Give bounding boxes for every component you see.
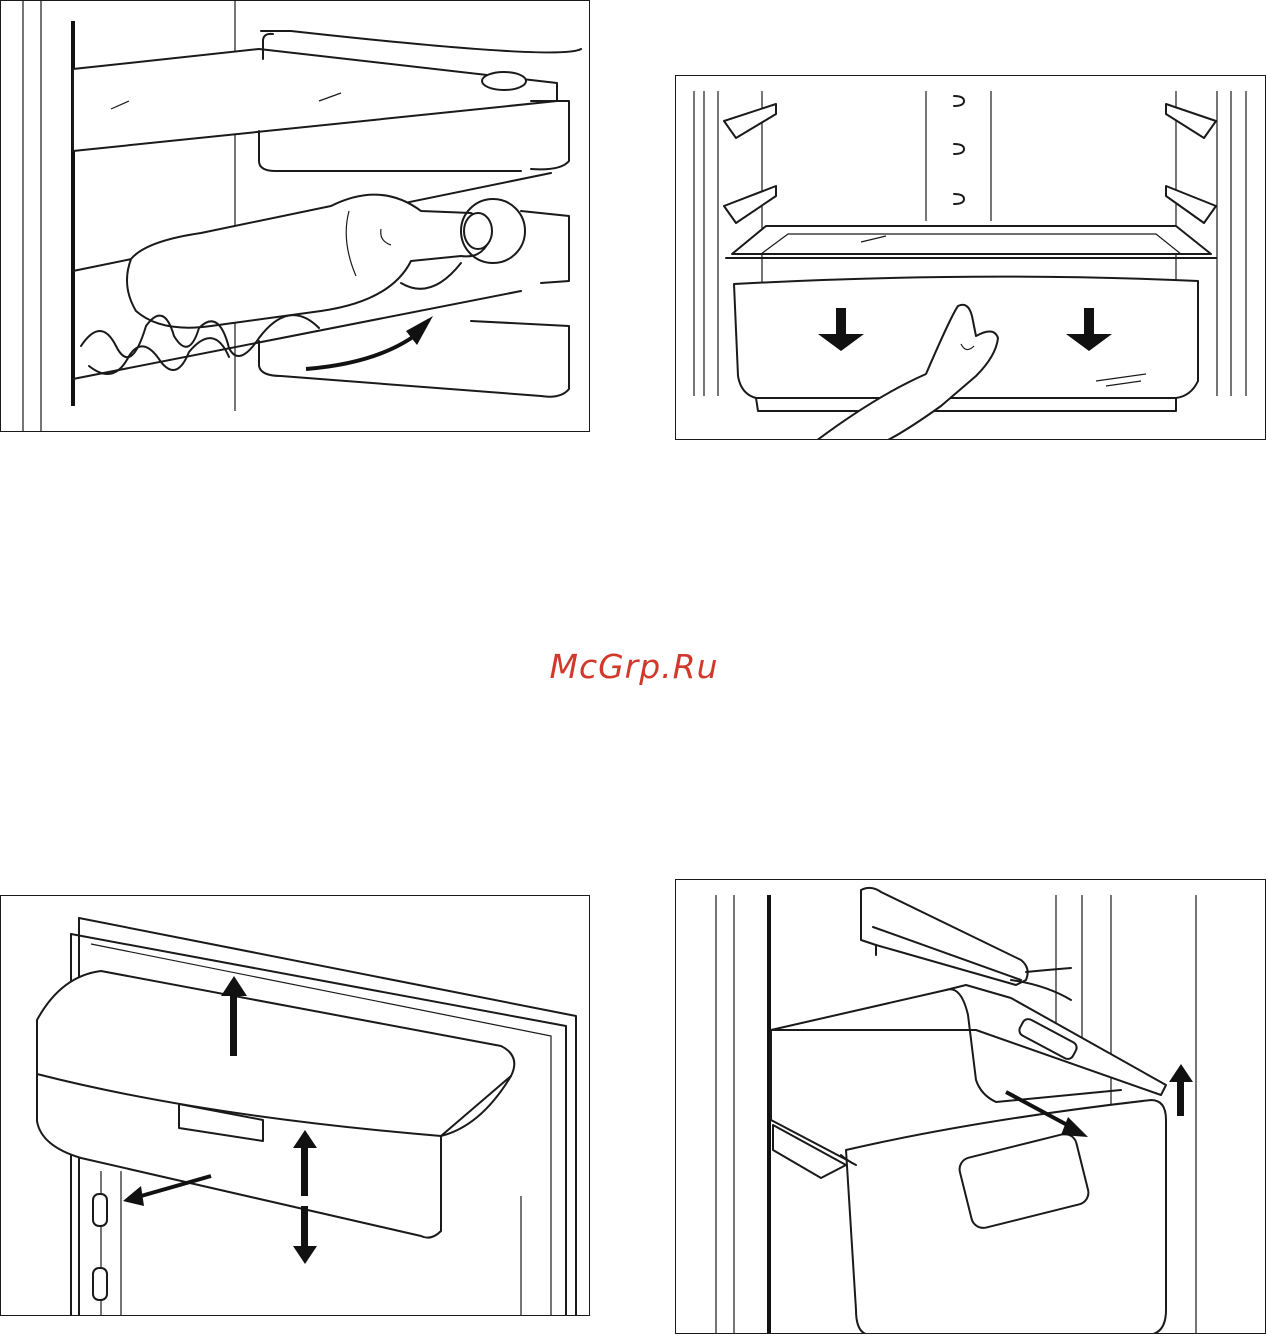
bottle-holder-illustration <box>0 0 590 432</box>
crisper-drawer-removal-illustration <box>675 75 1266 440</box>
watermark-label: McGrp.Ru <box>549 647 718 686</box>
watermark-text: McGrp.Ru <box>0 647 1268 686</box>
freezer-drawer-removal-illustration <box>675 879 1266 1334</box>
outward-arrow-icon <box>123 1176 211 1206</box>
up-arrow-icon <box>1169 1064 1193 1116</box>
door-shelf-adjust-illustration <box>0 895 590 1316</box>
